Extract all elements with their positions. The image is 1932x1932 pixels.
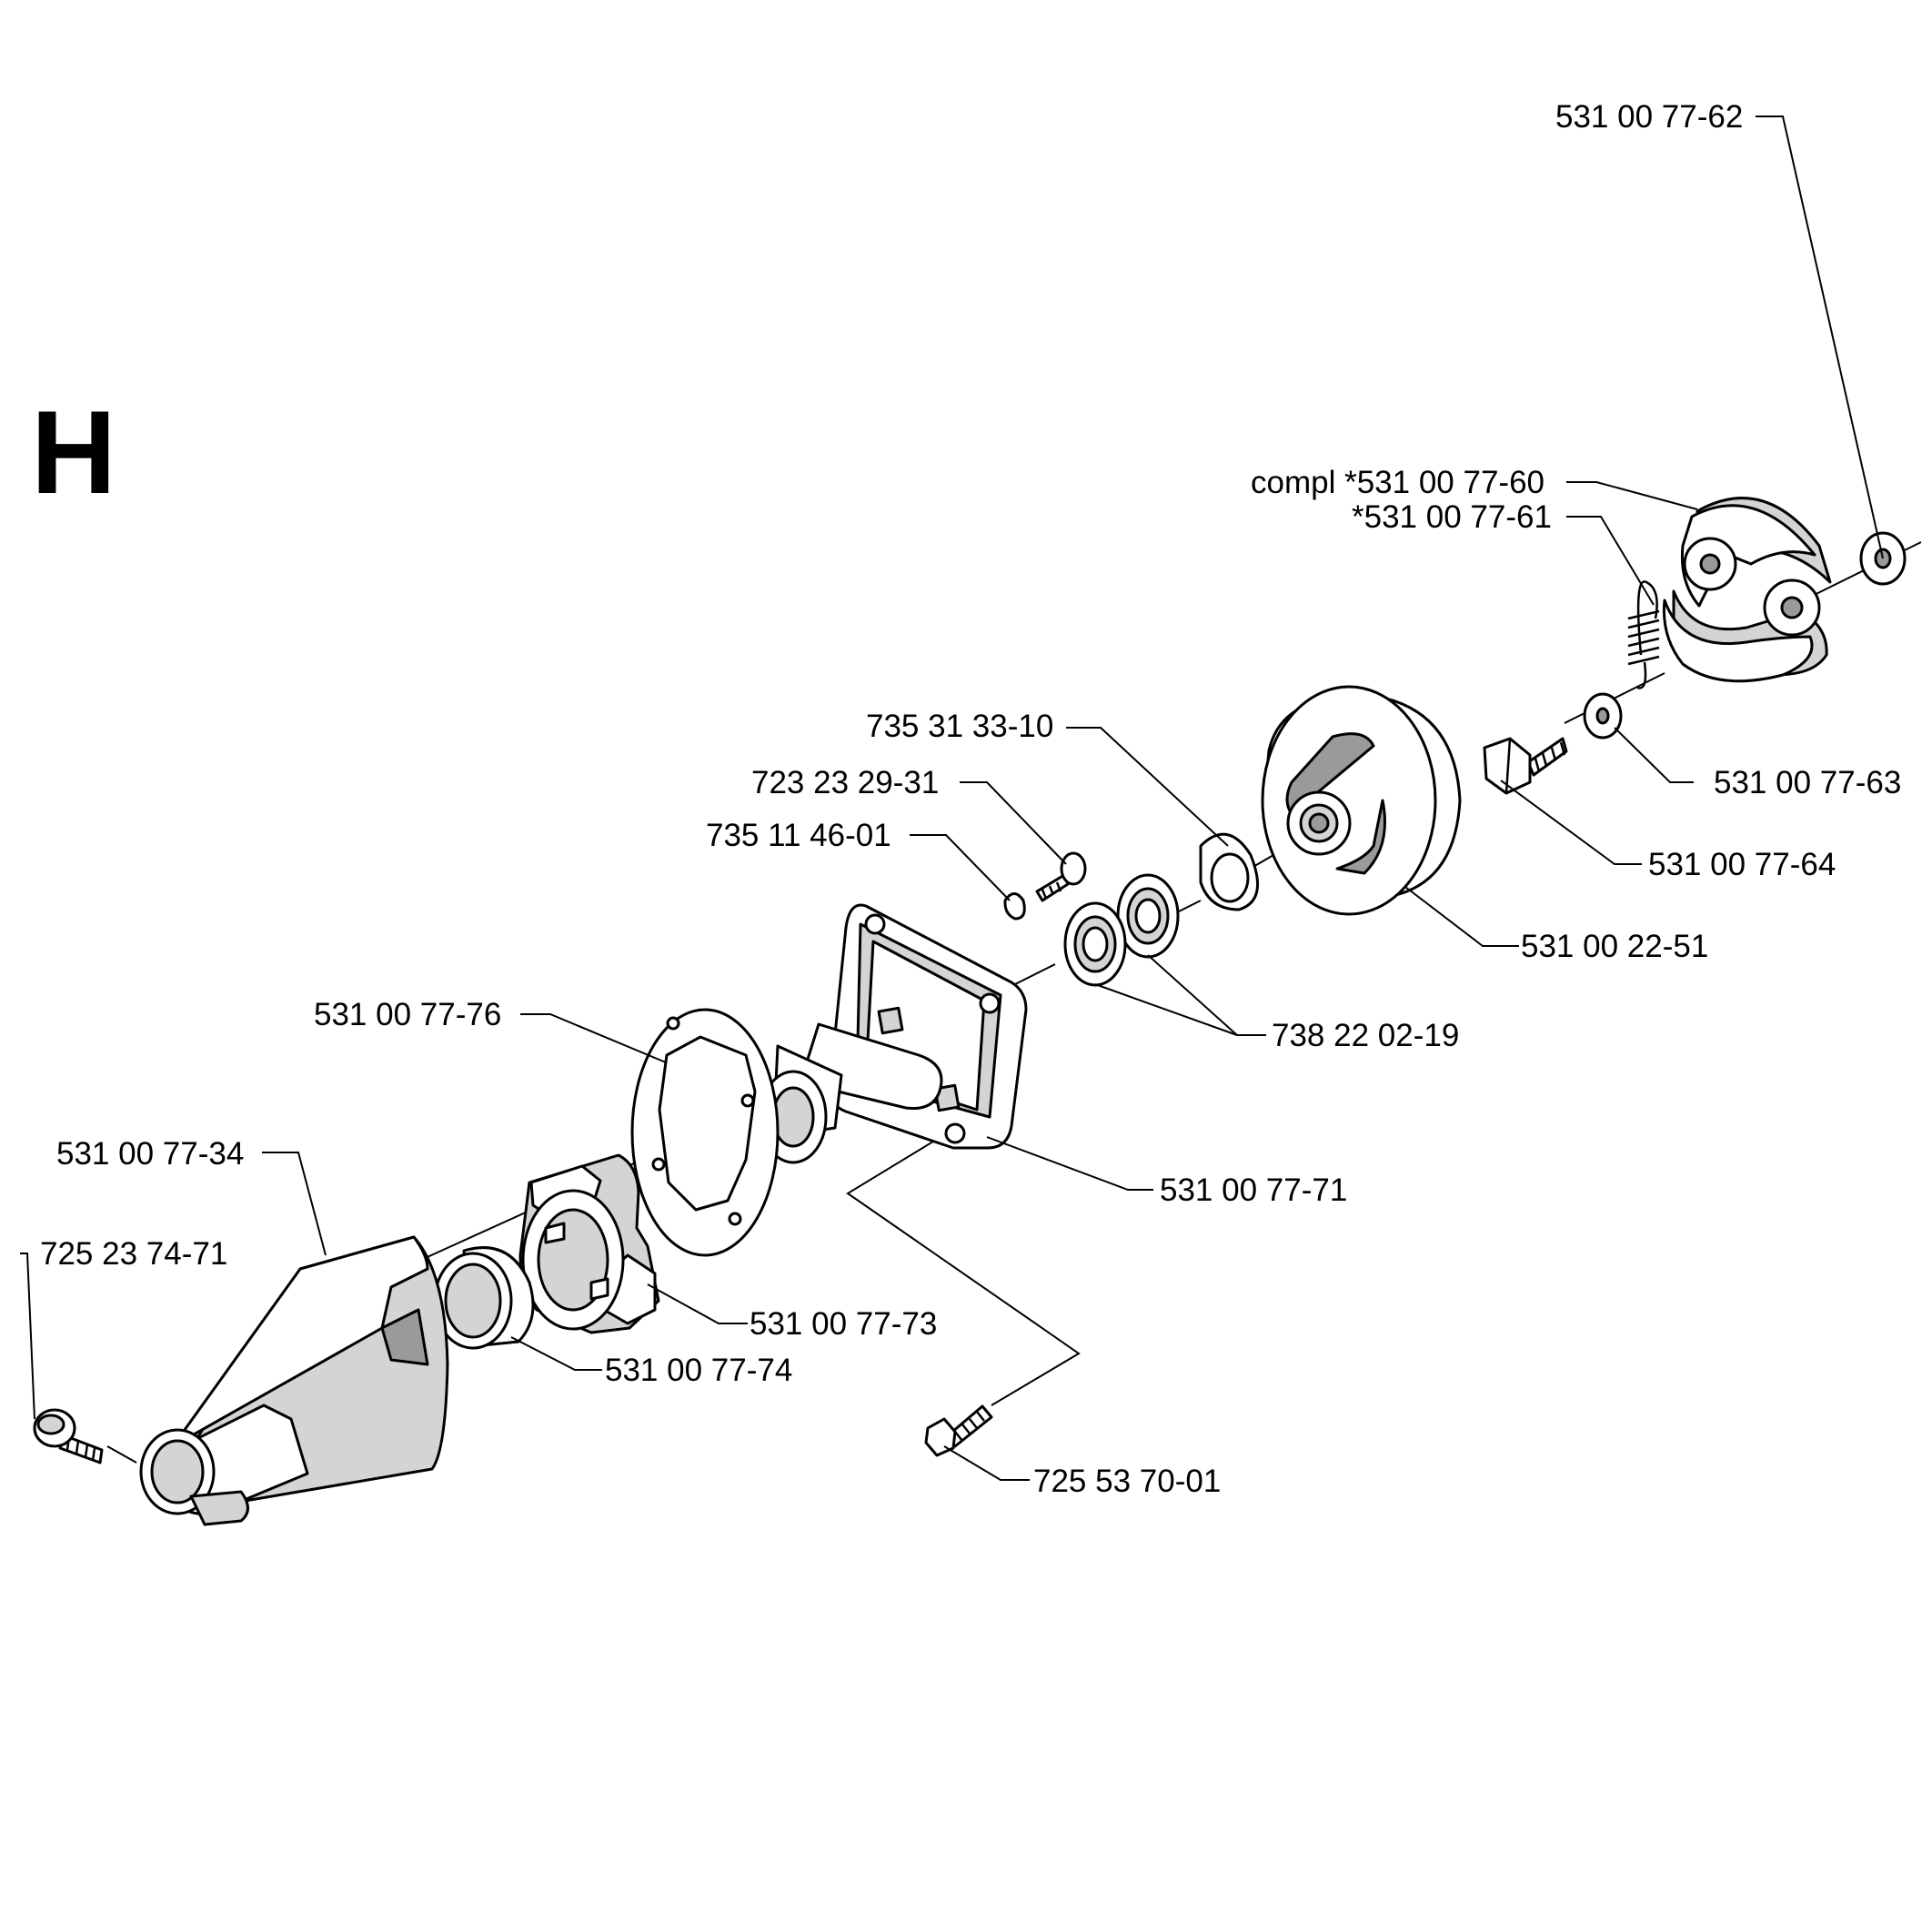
bolt-left bbox=[33, 1408, 104, 1464]
label-531-00-77-64: 531 00 77-64 bbox=[1648, 847, 1836, 882]
label-531-00-77-63: 531 00 77-63 bbox=[1714, 765, 1901, 800]
circlip-large bbox=[1199, 832, 1259, 911]
bolt-bottom bbox=[924, 1404, 993, 1457]
label-compl-531-00-77-60: compl *531 00 77-60 bbox=[1251, 465, 1545, 500]
clutch-spring bbox=[1627, 580, 1660, 689]
label-531-00-77-62: 531 00 77-62 bbox=[1555, 99, 1743, 135]
label-531-00-22-51: 531 00 22-51 bbox=[1521, 929, 1708, 964]
clutch-shoe-assembly bbox=[1662, 497, 1832, 683]
label-725-53-70-01: 725 53 70-01 bbox=[1033, 1464, 1221, 1499]
bushing bbox=[433, 1246, 535, 1350]
coupling bbox=[518, 1153, 660, 1334]
label-531-00-77-71: 531 00 77-71 bbox=[1160, 1172, 1347, 1208]
label-735-11-46-01: 735 11 46-01 bbox=[706, 818, 891, 853]
leader-lines bbox=[20, 116, 1884, 1481]
label-735-31-33-10: 735 31 33-10 bbox=[866, 709, 1053, 744]
label-531-00-77-73: 531 00 77-73 bbox=[750, 1306, 937, 1342]
snap-ring-small bbox=[1003, 892, 1026, 921]
gasket-plate bbox=[630, 1008, 780, 1257]
label-531-00-77-74: 531 00 77-74 bbox=[605, 1353, 792, 1388]
label-723-23-29-31: 723 23 29-31 bbox=[751, 765, 939, 800]
clutch-drum bbox=[1261, 685, 1462, 916]
label-531-00-77-61: *531 00 77-61 bbox=[1352, 499, 1552, 535]
ball-bearings bbox=[1063, 873, 1180, 987]
label-738-22-02-19: 738 22 02-19 bbox=[1272, 1018, 1459, 1053]
part-number-labels: 531 00 77-62 compl *531 00 77-60 *531 00… bbox=[40, 99, 1901, 1499]
label-725-23-74-71: 725 23 74-71 bbox=[40, 1236, 227, 1272]
label-531-00-77-76: 531 00 77-76 bbox=[314, 997, 501, 1032]
shoulder-bolt bbox=[1483, 737, 1568, 795]
section-letter: H bbox=[31, 386, 116, 518]
screw-small bbox=[1035, 851, 1087, 902]
gear-head-housing bbox=[139, 1235, 449, 1526]
washer-small bbox=[1583, 692, 1623, 740]
label-531-00-77-34: 531 00 77-34 bbox=[56, 1136, 244, 1172]
clutch-housing bbox=[759, 903, 1028, 1164]
